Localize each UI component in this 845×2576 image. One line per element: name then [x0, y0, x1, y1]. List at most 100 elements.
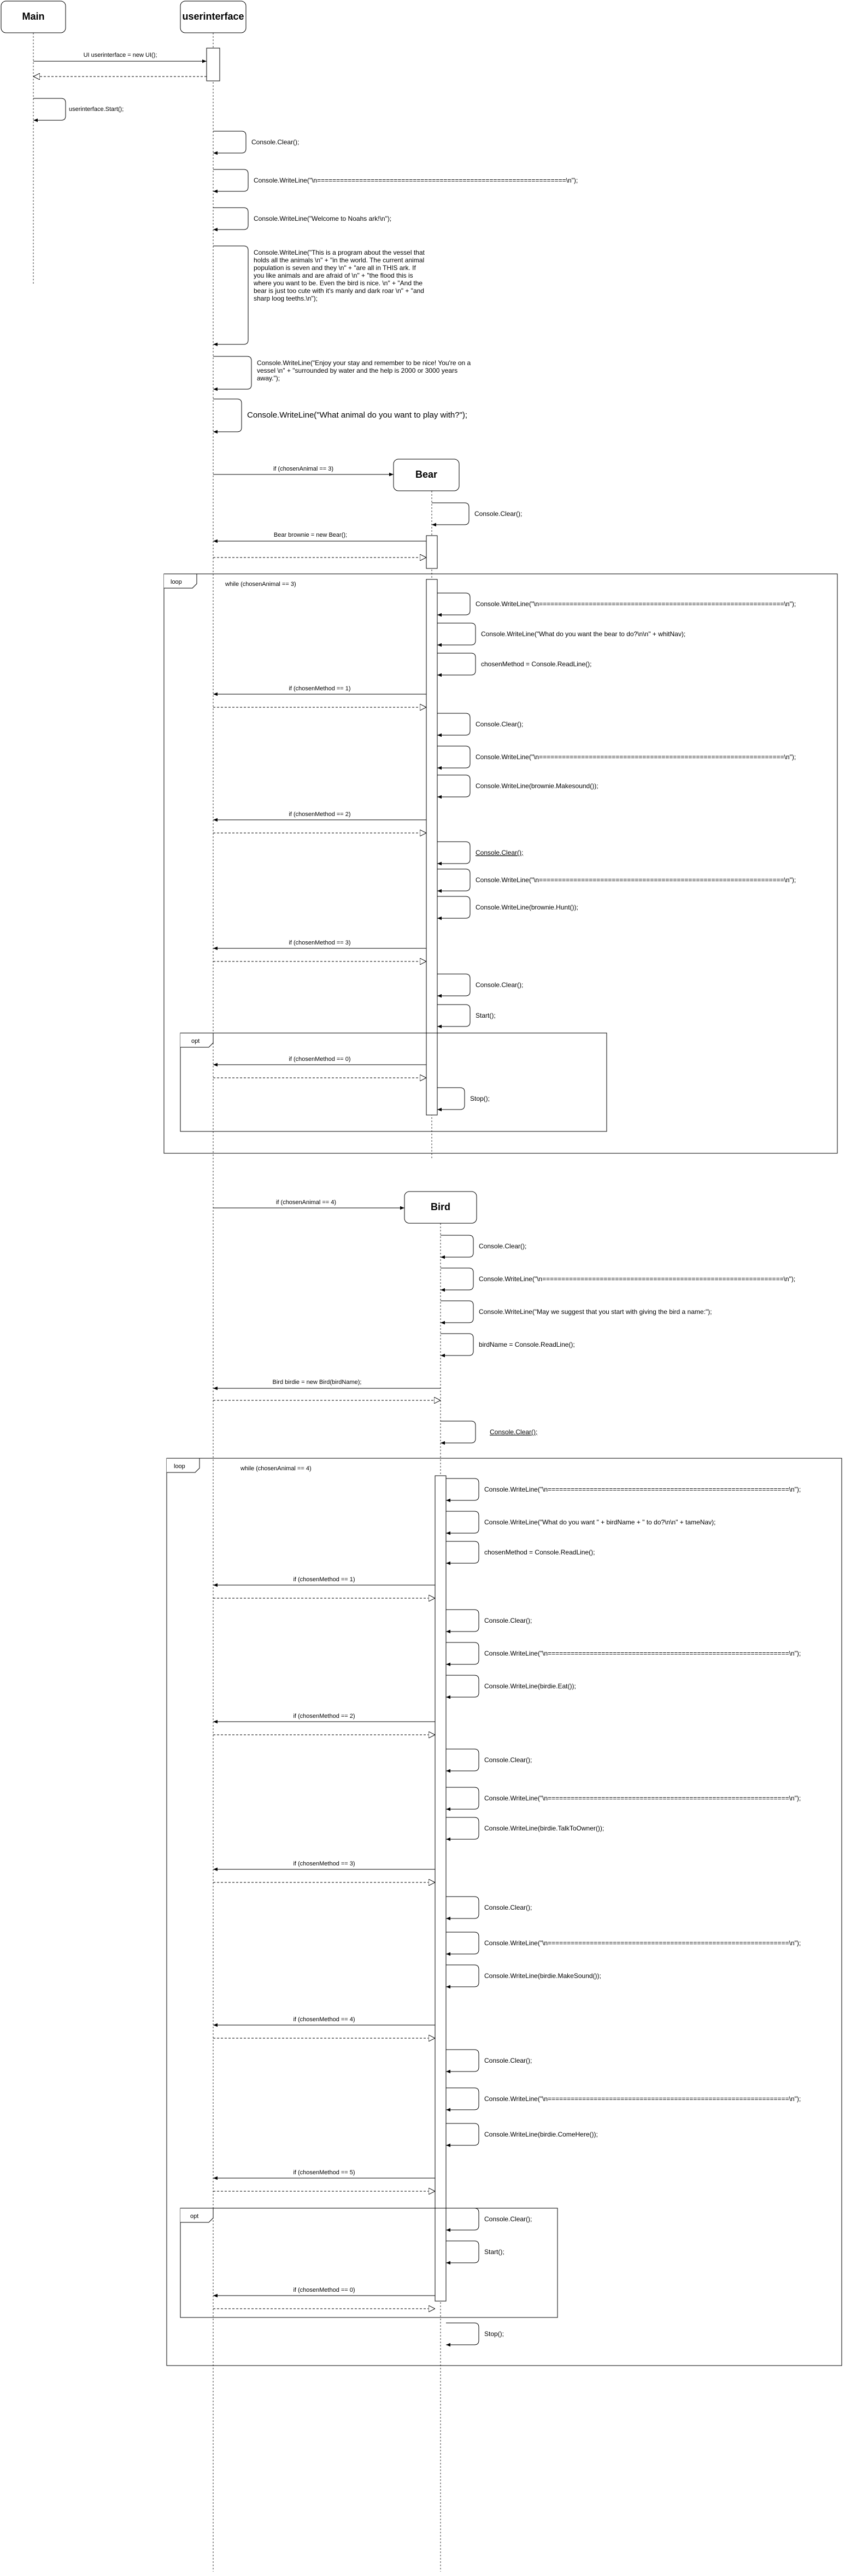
arrow-self-bear-8 [437, 896, 471, 920]
label-bird-cond-1: if (chosenMethod == 2) [293, 1713, 355, 1720]
participant-main: Main [1, 1, 66, 33]
ui-self-messages: Console.Clear(); Console.WriteLine("\n===… [213, 131, 578, 434]
arrow-self-bear-11 [437, 1087, 465, 1112]
bear-loop-guard: while (chosenAnimal == 3) [225, 581, 296, 588]
label-bear-9: Console.Clear(); [476, 981, 523, 989]
bird-loop-guard: while (chosenAnimal == 4) [240, 1465, 312, 1472]
bear-opt-label: opt [191, 1038, 199, 1045]
arrow-self-bear-3 [437, 713, 471, 737]
arrow-self-bear-2 [437, 653, 476, 677]
arrow-self-bird-14 [446, 2123, 479, 2147]
arrow-self-bear-5 [437, 774, 471, 799]
label-bear-10: Start(); [476, 1012, 496, 1019]
label-bird-cond-3: if (chosenMethod == 4) [293, 2016, 355, 2023]
label-bear-2: chosenMethod = Console.ReadLine(); [481, 660, 591, 668]
label-bird-clear-after: Console.Clear(); [490, 1428, 537, 1436]
bear-opt-frame: opt [180, 1032, 607, 1132]
bear-condition-messages: if (chosenMethod == 1)if (chosenMethod =… [213, 685, 426, 1078]
label-bird-6: Console.Clear(); [484, 1756, 532, 1764]
activation-bear-create [426, 535, 438, 569]
label-bird-10: Console.WriteLine("\n===================… [484, 1939, 801, 1947]
label-bear-create: Bear brownie = new Bear(); [274, 532, 347, 538]
arrow-self-bear-4 [437, 746, 471, 770]
bird-loop-label: loop [174, 1463, 185, 1470]
activation-bear-loop [426, 579, 438, 1116]
arrow-self-bird-pre-3 [441, 1333, 474, 1358]
label-bird-11: Console.WriteLine(birdie.MakeSound()); [484, 1972, 601, 1980]
label-ui-4: Console.WriteLine("Enjoy your stay and r… [257, 359, 471, 382]
arrow-self-bird-5 [446, 1675, 479, 1699]
label-bear-cond-3: if (chosenMethod == 0) [289, 1056, 350, 1063]
label-bird-17: Stop(); [484, 2330, 504, 2338]
arrow-self-bird-1 [446, 1511, 479, 1535]
bear-loop-label: loop [171, 579, 182, 585]
label-bird-pre-3: birdName = Console.ReadLine(); [479, 1341, 575, 1348]
participant-userinterface-label: userinterface [182, 11, 244, 22]
arrow-self-bird-pre-2 [441, 1300, 474, 1325]
label-bear-3: Console.Clear(); [476, 720, 523, 728]
label-ui-0: Console.Clear(); [251, 138, 299, 146]
label-bear-1: Console.WriteLine("What do you want the … [481, 630, 685, 638]
participant-userinterface: userinterface [180, 1, 247, 33]
arrow-self-bear-9 [437, 973, 471, 998]
arrow-self-bird-6 [446, 1748, 479, 1773]
bear-loop-frame: loop while (chosenAnimal == 3) [163, 573, 838, 1154]
label-bear-4: Console.WriteLine("\n===================… [476, 753, 796, 761]
arrow-self-bird-16 [446, 2240, 479, 2265]
arrow-self-start [33, 98, 66, 122]
arrow-self-ui-1 [213, 169, 249, 193]
arrow-self-bird-pre-1 [441, 1268, 474, 1292]
label-bear-cond-1: if (chosenMethod == 2) [289, 811, 350, 818]
arrow-self-bird-4 [446, 1642, 479, 1667]
arrow-self-bear-0 [437, 592, 471, 617]
label-bird-cond-2: if (chosenMethod == 3) [293, 1861, 355, 1867]
label-bear-5: Console.WriteLine(brownie.Makesound()); [476, 782, 598, 790]
label-bear-cond-2: if (chosenMethod == 3) [289, 940, 350, 946]
arrow-self-bird-12 [446, 2049, 479, 2074]
arrow-self-bird-clear-after [441, 1421, 476, 1445]
arrow-self-ui-3 [213, 245, 249, 347]
arrow-self-bird-15 [446, 2208, 479, 2232]
label-bird-1: Console.WriteLine("What do you want " + … [484, 1518, 715, 1526]
bird-self-messages: Console.WriteLine("\n===================… [446, 1478, 801, 2347]
bird-loop-frame: loop while (chosenAnimal == 4) [166, 1458, 842, 2366]
participant-bear-label: Bear [415, 469, 437, 480]
label-bear-7: Console.WriteLine("\n===================… [476, 876, 796, 884]
label-bear-clear: Console.Clear(); [474, 510, 522, 518]
label-bird-cond-5: if (chosenMethod == 0) [293, 2287, 355, 2293]
label-ui-1: Console.WriteLine("\n===================… [254, 177, 578, 184]
label-bird-pre-2: Console.WriteLine("May we suggest that y… [479, 1308, 712, 1316]
arrow-self-ui-0 [213, 131, 247, 155]
label-bear-6: Console.Clear(); [476, 849, 523, 856]
arrow-self-ui-2 [213, 207, 249, 232]
label-bird-14: Console.WriteLine(birdie.ComeHere()); [484, 2131, 598, 2138]
arrow-self-bear-6 [437, 841, 471, 866]
arrow-self-bear-clear [432, 502, 470, 527]
label-bird-7: Console.WriteLine("\n===================… [484, 1794, 801, 1802]
label-bird-15: Console.Clear(); [484, 2215, 532, 2223]
label-bird-3: Console.Clear(); [484, 1617, 532, 1624]
arrow-self-ui-5 [213, 398, 242, 434]
arrow-self-bird-pre-0 [441, 1235, 474, 1259]
label-bear-11: Stop(); [470, 1095, 490, 1102]
label-bird-9: Console.Clear(); [484, 1904, 532, 1911]
label-create-ui: UI userinterface = new UI(); [84, 52, 157, 58]
arrow-self-bird-2 [446, 1541, 479, 1565]
arrow-self-bird-8 [446, 1817, 479, 1841]
arrow-self-bear-10 [437, 1004, 471, 1029]
bird-condition-messages: if (chosenMethod == 1)if (chosenMethod =… [213, 1576, 435, 2309]
label-bird-cond-4: if (chosenMethod == 5) [293, 2169, 355, 2176]
arrow-self-bird-7 [446, 1787, 479, 1811]
label-start: userinterface.Start(); [69, 106, 124, 113]
label-bird-pre-0: Console.Clear(); [479, 1242, 526, 1250]
bird-pre-messages: Console.Clear();Console.WriteLine("\n===… [441, 1235, 795, 1358]
label-bird-4: Console.WriteLine("\n===================… [484, 1650, 801, 1657]
label-bird-12: Console.Clear(); [484, 2057, 532, 2064]
label-ui-5: Console.WriteLine("What animal do you wa… [247, 410, 467, 420]
bird-opt-label: opt [190, 2213, 198, 2220]
arrow-self-bird-3 [446, 1609, 479, 1634]
arrow-self-bird-17 [446, 2322, 479, 2347]
label-bird-2: chosenMethod = Console.ReadLine(); [484, 1548, 595, 1556]
label-bird-13: Console.WriteLine("\n===================… [484, 2095, 801, 2103]
participant-bear: Bear [393, 459, 460, 491]
